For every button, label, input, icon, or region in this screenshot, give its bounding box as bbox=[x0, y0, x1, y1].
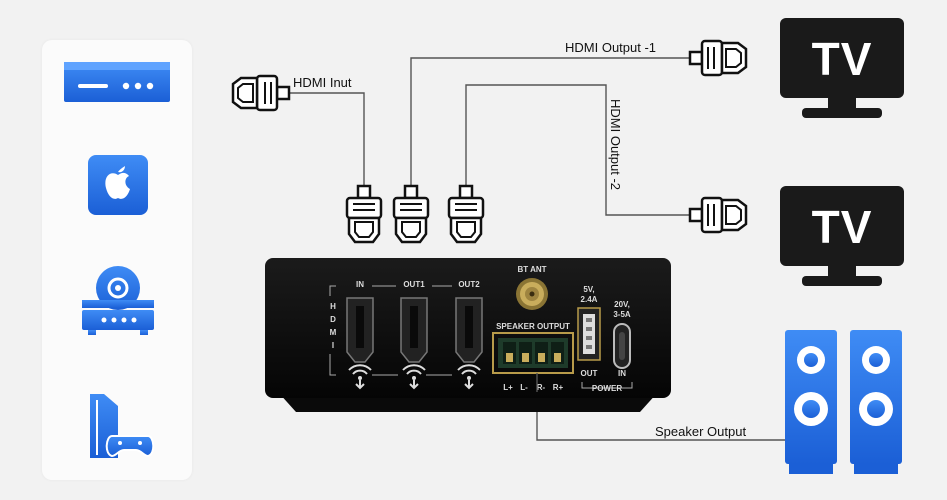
power-label: POWER bbox=[592, 384, 622, 393]
svg-text:D: D bbox=[330, 315, 336, 324]
hdmi-out1-plug bbox=[392, 184, 430, 244]
hdmi-input-plug bbox=[231, 74, 291, 112]
usb-out-label: OUT bbox=[581, 369, 598, 378]
hdmi-input-label: HDMI Inut bbox=[293, 75, 352, 90]
hdmi-splitter-device: H D M I IN OUT1 OUT2 bbox=[265, 258, 671, 412]
svg-text:I: I bbox=[332, 341, 334, 350]
hdmi-out2-plug bbox=[447, 184, 485, 244]
apple-tv-icon bbox=[88, 155, 148, 215]
port-out1-label: OUT1 bbox=[403, 280, 425, 289]
tv-2-label: TV bbox=[812, 201, 873, 253]
speaker-left bbox=[785, 330, 837, 474]
usbc-rating-line1: 20V, bbox=[614, 300, 630, 309]
game-console-icon bbox=[90, 394, 155, 458]
dvd-player-icon bbox=[82, 266, 154, 335]
speaker-right bbox=[850, 330, 902, 474]
hdmi-out1-port bbox=[400, 297, 428, 363]
port-out2-label: OUT2 bbox=[458, 280, 480, 289]
hdmi-output-2-plug bbox=[688, 196, 748, 234]
usb-a-port bbox=[577, 307, 601, 361]
svg-text:M: M bbox=[330, 328, 337, 337]
speaker-output-label: Speaker Output bbox=[655, 424, 746, 439]
hdmi-output-2-label: HDMI Output -2 bbox=[608, 99, 623, 190]
hdmi-out2-port bbox=[455, 297, 483, 363]
hdmi-output-1-label: HDMI Output -1 bbox=[565, 40, 656, 55]
usbc-rating-line2: 3-5A bbox=[613, 310, 631, 319]
bt-ant-label: BT ANT bbox=[517, 265, 546, 274]
streaming-box-icon bbox=[64, 62, 170, 102]
usbc-in-label: IN bbox=[618, 369, 626, 378]
usb-c-port bbox=[613, 323, 631, 369]
pin-l-plus: L+ bbox=[503, 383, 513, 392]
tv-1-label: TV bbox=[812, 33, 873, 85]
hdmi-in-plug bbox=[345, 184, 383, 244]
usb-rating-line2: 2.4A bbox=[581, 295, 598, 304]
speaker-output-device-label: SPEAKER OUTPUT bbox=[496, 322, 570, 331]
speaker-terminal-block bbox=[492, 332, 574, 374]
hdmi-in-port bbox=[346, 297, 374, 363]
pin-r-minus: R- bbox=[537, 383, 546, 392]
pin-l-minus: L- bbox=[520, 383, 528, 392]
tv-2: TV bbox=[780, 186, 904, 286]
hdmi-output-1-plug bbox=[688, 39, 748, 77]
tv-1: TV bbox=[780, 18, 904, 118]
hdmi-vertical-text: H D M I bbox=[330, 302, 337, 350]
usb-rating-line1: 5V, bbox=[583, 285, 594, 294]
svg-text:H: H bbox=[330, 302, 336, 311]
bt-antenna-connector bbox=[516, 278, 548, 310]
port-in-label: IN bbox=[356, 280, 364, 289]
pin-r-plus: R+ bbox=[553, 383, 564, 392]
